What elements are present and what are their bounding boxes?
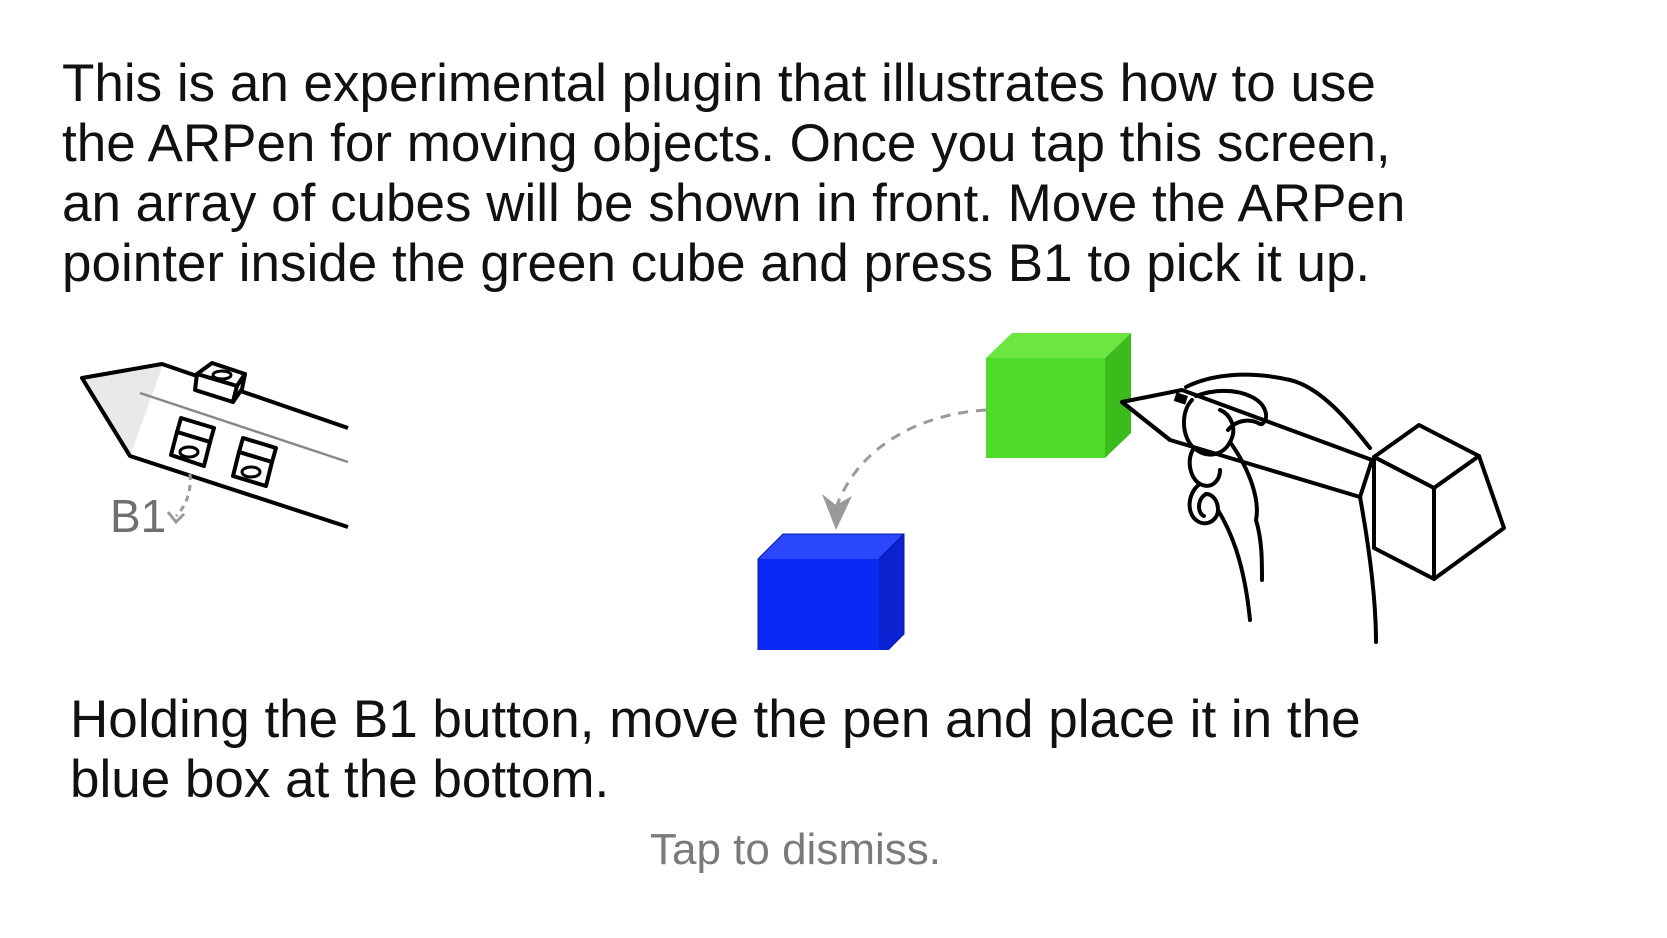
move-arrow-icon xyxy=(834,408,987,509)
dismiss-hint[interactable]: Tap to dismiss. xyxy=(650,825,941,874)
intro-text: This is an experimental plugin that illu… xyxy=(62,54,1406,293)
hand-holding-pen-icon xyxy=(1120,372,1506,644)
blue-cube-icon xyxy=(757,533,905,650)
move-arrowhead xyxy=(822,494,852,530)
instruction-text: Holding the B1 button, move the pen and … xyxy=(70,690,1361,809)
green-cube-icon xyxy=(986,333,1131,458)
arpen-tip-icon xyxy=(80,361,349,529)
illustration: B1 xyxy=(80,333,1506,650)
b1-pointer-arrow xyxy=(174,473,192,518)
b1-pointer-arrowhead xyxy=(166,511,186,525)
b1-label: B1 xyxy=(110,490,166,542)
